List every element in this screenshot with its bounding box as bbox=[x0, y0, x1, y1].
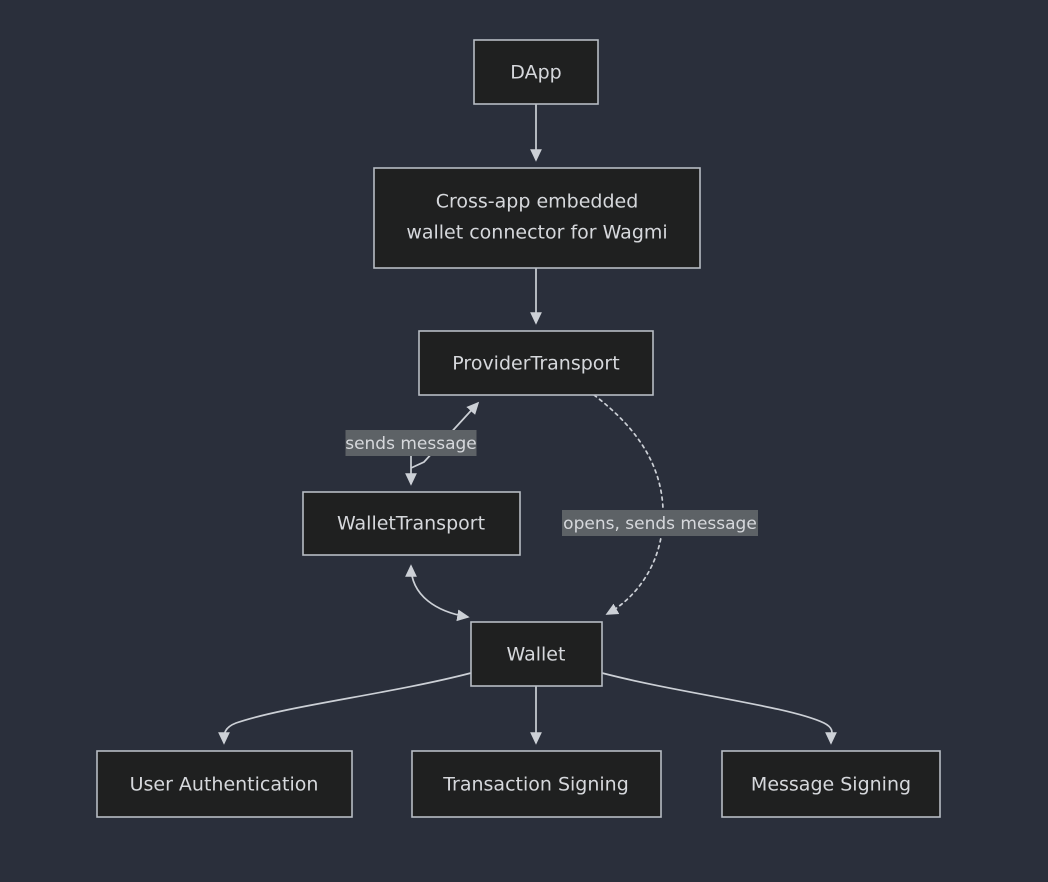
node-wallet[interactable]: Wallet bbox=[470, 621, 603, 687]
edge-wallettransport-to-provider bbox=[410, 401, 480, 469]
node-dapp[interactable]: DApp bbox=[473, 39, 599, 105]
node-provider-transport[interactable]: ProviderTransport bbox=[418, 330, 654, 396]
node-wallet-box[interactable] bbox=[470, 621, 603, 687]
nodes-layer: DApp Cross-app embedded wallet connector… bbox=[96, 39, 941, 818]
node-wallet-transport-box[interactable] bbox=[302, 491, 521, 556]
node-message-signing-box[interactable] bbox=[721, 750, 941, 818]
edge-label-sends-message-bg bbox=[345, 430, 477, 456]
node-wallet-transport[interactable]: WalletTransport bbox=[302, 491, 521, 556]
edge-label-sends-message: sends message bbox=[345, 430, 477, 456]
node-message-signing[interactable]: Message Signing bbox=[721, 750, 941, 818]
edge-provider-to-wallet-dotted bbox=[593, 394, 664, 615]
node-transaction-signing[interactable]: Transaction Signing bbox=[411, 750, 662, 818]
edge-wallet-to-msgsign bbox=[601, 672, 837, 745]
node-user-authentication-box[interactable] bbox=[96, 750, 353, 818]
edge-wallettransport-wallet-bidirectional bbox=[405, 564, 470, 622]
node-dapp-box[interactable] bbox=[473, 39, 599, 105]
node-connector-box[interactable] bbox=[373, 167, 701, 269]
node-user-authentication[interactable]: User Authentication bbox=[96, 750, 353, 818]
node-provider-transport-box[interactable] bbox=[418, 330, 654, 396]
edge-label-opens-sends-message: opens, sends message bbox=[562, 510, 758, 536]
edge-wallet-to-userauth bbox=[218, 672, 472, 745]
node-connector[interactable]: Cross-app embedded wallet connector for … bbox=[373, 167, 701, 269]
node-transaction-signing-box[interactable] bbox=[411, 750, 662, 818]
edge-label-opens-sends-message-bg bbox=[562, 510, 758, 536]
